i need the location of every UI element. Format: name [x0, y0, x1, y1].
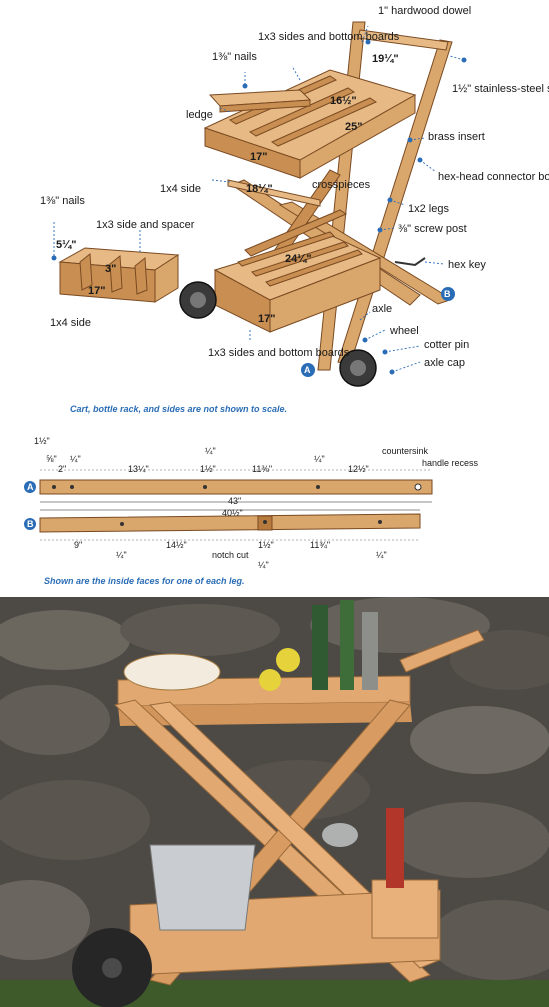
label-dowel: 1" hardwood dowel	[378, 5, 471, 17]
assembly-labels: 1" hardwood dowel 19¼" 1x3 sides and bot…	[40, 5, 549, 414]
leg-b-dim: 1½"	[258, 540, 274, 550]
leg-a-dim: 11⅜"	[252, 464, 272, 474]
label-cotter-pin: cotter pin	[424, 339, 469, 351]
leg-a-dim: 13¼"	[128, 464, 149, 474]
label-rack-length: 17"	[88, 285, 105, 297]
leader-lines	[51, 25, 467, 375]
label-screw-post: ⅜" screw post	[398, 223, 467, 235]
leg-b-dim: 11¾"	[310, 540, 330, 550]
label-rack-inner: 3"	[105, 263, 116, 275]
leg-b-notch: notch cut	[212, 550, 249, 560]
label-sides-top: 1x3 sides and bottom boards	[258, 31, 400, 43]
label-hex-bolt: hex-head connector bolt	[438, 171, 549, 183]
label-bottom-length: 17"	[258, 313, 275, 325]
label-brass-insert: brass insert	[428, 131, 485, 143]
badge-a-icon	[301, 363, 315, 377]
stone-wall	[0, 597, 549, 1007]
legs-caption: Shown are the inside faces for one of ea…	[44, 576, 245, 586]
leg-a-dim: 12½"	[348, 464, 369, 474]
label-wheel: wheel	[389, 325, 419, 337]
leg-a-dim: ¼"	[205, 446, 216, 456]
label-rack-width: 5¼"	[56, 239, 77, 251]
label-nails-top: 1⅜" nails	[212, 51, 257, 63]
leg-b-dim: 14½"	[166, 540, 187, 550]
label-crosspieces: crosspieces	[312, 179, 371, 191]
label-cross-length: 18¼"	[246, 183, 273, 195]
leg-a-dim: 2"	[58, 464, 66, 474]
leg-b-dim: ¼"	[116, 550, 127, 560]
label-screw: 1½" stainless-steel screw	[452, 83, 549, 95]
label-bottom-depth: 24¼"	[285, 253, 312, 265]
leg-a-handle: handle recess	[422, 458, 479, 468]
label-ledge: ledge	[186, 109, 213, 121]
label-rack-side: 1x3 side and spacer	[96, 219, 195, 231]
label-bottom-sides: 1x3 sides and bottom boards	[208, 347, 350, 359]
label-top-width: 17"	[250, 151, 267, 163]
label-legs: 1x2 legs	[408, 203, 449, 215]
label-1x4-side: 1x4 side	[160, 183, 201, 195]
leg-a-countersink: countersink	[382, 446, 429, 456]
leg-b-board	[39, 513, 421, 533]
badge-b-icon	[441, 287, 455, 301]
leg-a-badge-icon	[24, 481, 36, 493]
label-nails-rack: 1⅜" nails	[40, 195, 85, 207]
svg-text:A: A	[27, 482, 34, 492]
leg-a-dim: ¼"	[314, 454, 325, 464]
leg-a-dim: 1½"	[34, 436, 50, 446]
leg-b-notch-quarter: ¼"	[258, 560, 269, 570]
svg-text:A: A	[304, 365, 311, 375]
label-axle: axle	[372, 303, 392, 315]
leg-a-board	[39, 479, 433, 495]
cart-assembly-drawing	[58, 21, 453, 387]
label-dowel-length: 19¼"	[372, 53, 399, 65]
label-hex-key: hex key	[448, 259, 486, 271]
leg-b-badge-icon	[24, 518, 36, 530]
leg-a-dim: ¼"	[70, 454, 81, 464]
cart-photo	[0, 597, 549, 1007]
leg-b-dim: ¼"	[376, 550, 387, 560]
label-top-length: 16½"	[330, 95, 357, 107]
assembly-caption: Cart, bottle rack, and sides are not sho…	[70, 404, 287, 414]
leg-b-length: 40½"	[222, 508, 243, 518]
label-rack-1x4: 1x4 side	[50, 317, 91, 329]
leg-a-length: 43"	[228, 496, 241, 506]
svg-text:B: B	[444, 289, 451, 299]
leg-a-dim: ⅝"	[46, 454, 57, 464]
leg-a-dim: 1½"	[200, 464, 216, 474]
leg-b-dim: 9"	[74, 540, 82, 550]
leg-details: A B 1½" ⅝" ¼" 2" 13¼" ¼" 1½" 11⅜" ¼" 12½…	[24, 436, 479, 586]
label-top-depth: 25"	[345, 121, 362, 133]
svg-text:B: B	[27, 519, 34, 529]
label-axle-cap: axle cap	[424, 357, 465, 369]
